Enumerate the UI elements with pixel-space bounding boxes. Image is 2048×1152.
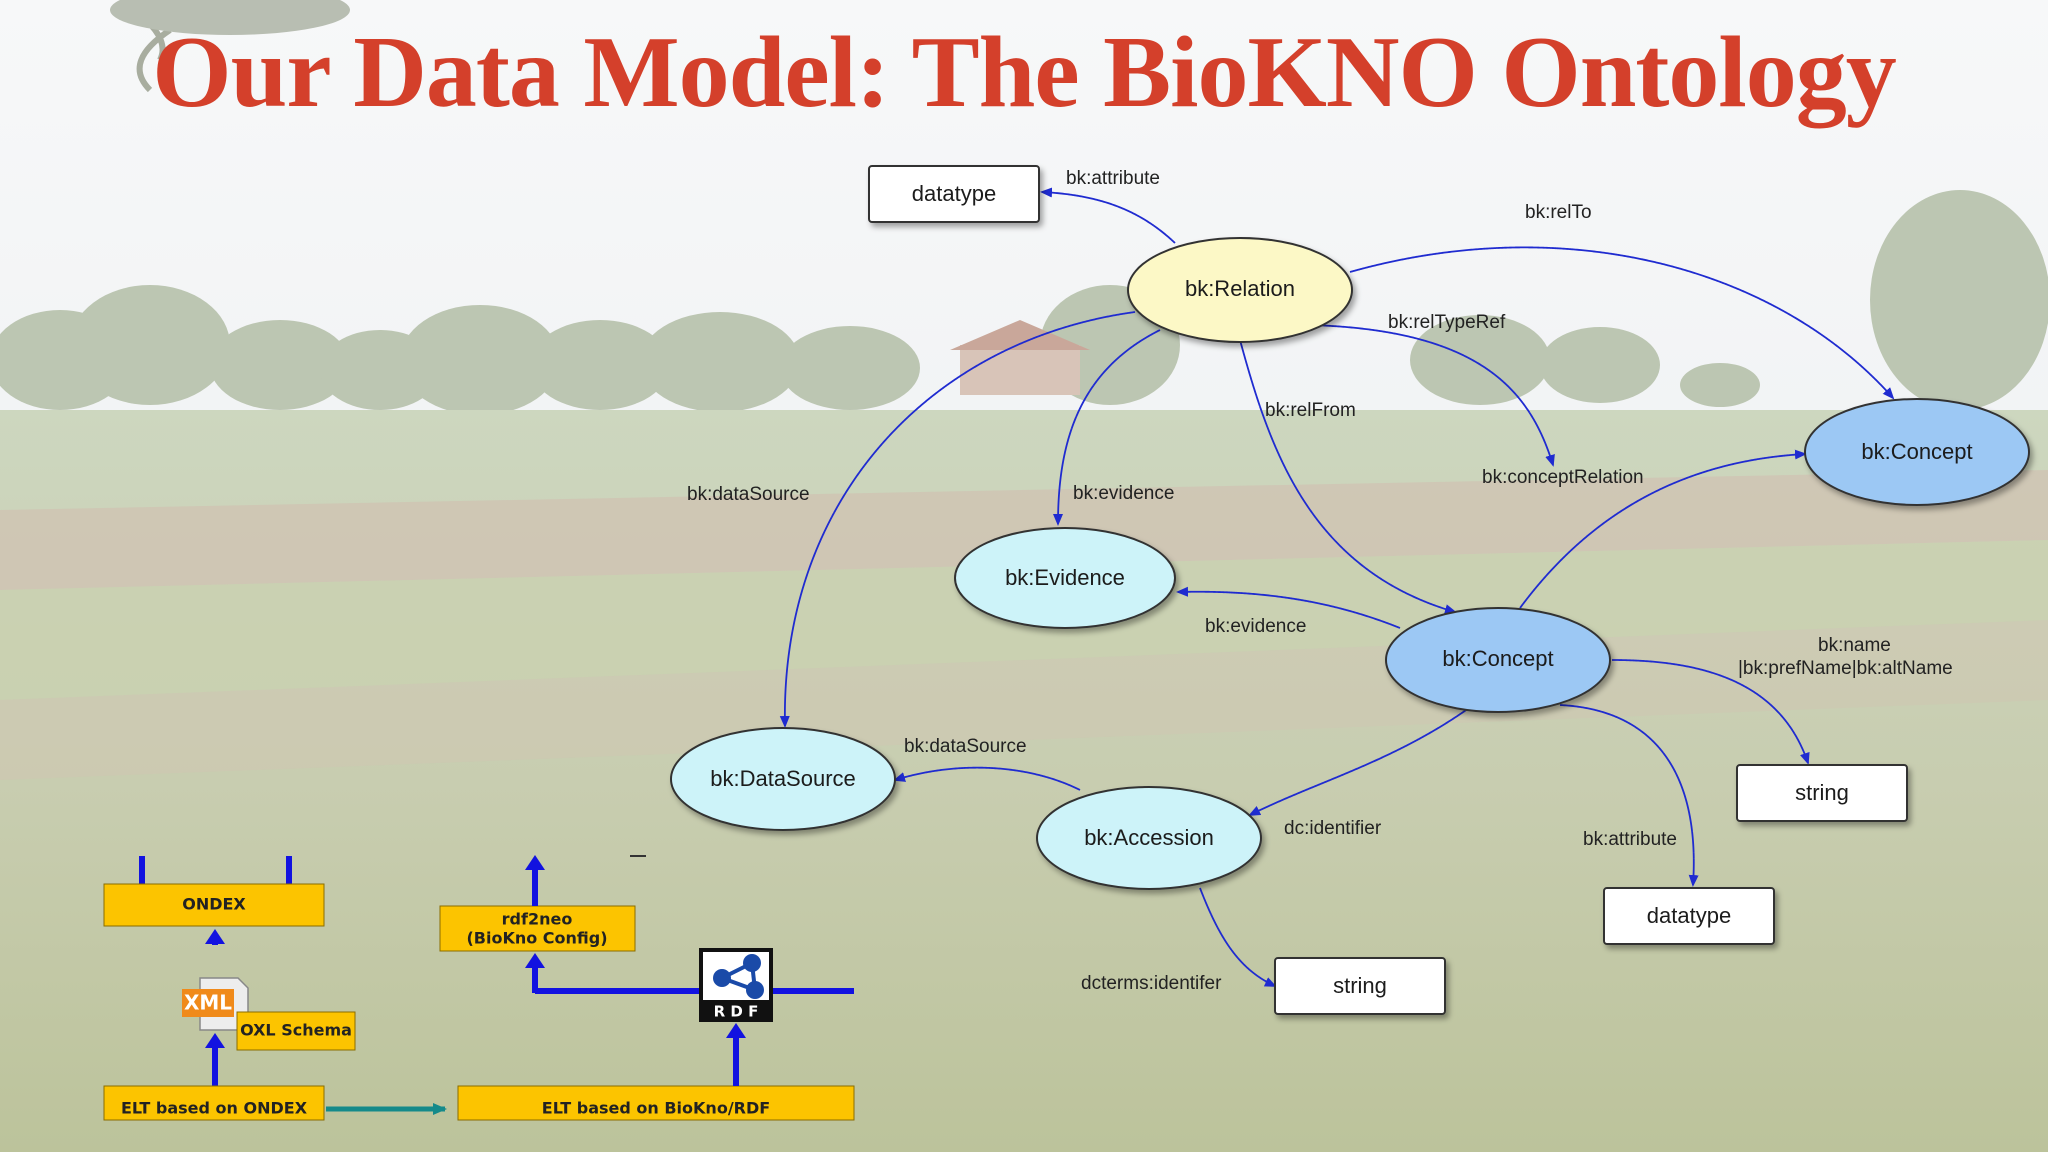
- pipeline-diagram: ONDEX XML OXL Schema ELT based on ONDEX …: [103, 855, 855, 1121]
- edge-label-evidence-concept: bk:evidence: [1205, 616, 1306, 637]
- xml-file-icon: XML: [182, 977, 249, 1031]
- svg-text:R D F: R D F: [714, 1003, 759, 1021]
- edge-evidence-rel: [1053, 329, 1161, 526]
- svg-text:string: string: [1795, 780, 1849, 805]
- rdf-icon: R D F: [699, 948, 773, 1022]
- node-string-right: string: [1736, 764, 1908, 822]
- node-datatype-top: datatype: [868, 165, 1040, 223]
- edge-attribute-bottom: [1559, 704, 1699, 887]
- svg-text:bk:Relation: bk:Relation: [1185, 276, 1295, 301]
- node-string-bottom: string: [1274, 957, 1446, 1015]
- svg-text:bk:Accession: bk:Accession: [1084, 825, 1214, 850]
- svg-text:datatype: datatype: [912, 181, 996, 206]
- edge-label-pref-alt-name: |bk:prefName|bk:altName: [1738, 658, 1953, 679]
- edge-label-dcterms-identifier: dcterms:identifer: [1081, 973, 1222, 994]
- node-accession: bk:Accession: [1036, 786, 1262, 890]
- edge-label-evidence-rel: bk:evidence: [1073, 483, 1174, 504]
- edge-label-dc-identifier: dc:identifier: [1284, 818, 1382, 839]
- node-datatype-bottom: datatype: [1603, 887, 1775, 945]
- page-title: Our Data Model: The BioKNO Ontology: [152, 16, 1896, 129]
- node-datasource: bk:DataSource: [670, 727, 896, 831]
- box-ondex: [103, 883, 325, 927]
- svg-text:string: string: [1333, 973, 1387, 998]
- edge-datasource-rel: [779, 311, 1136, 728]
- edge-rel-from: [1239, 339, 1457, 615]
- label-elt-ondex: ELT based on ONDEX: [121, 1099, 308, 1118]
- edge-dc-identifier: [1248, 699, 1481, 816]
- svg-text:bk:Concept: bk:Concept: [1442, 646, 1553, 671]
- edge-concept-relation: [1519, 449, 1807, 609]
- edge-label-rel-to: bk:relTo: [1525, 202, 1592, 223]
- edge-label-rel-type-ref: bk:relTypeRef: [1388, 312, 1506, 333]
- edge-label-name: bk:name: [1818, 635, 1891, 656]
- svg-text:XML: XML: [184, 991, 232, 1015]
- edge-datasource-acc: [893, 766, 1081, 791]
- node-evidence: bk:Evidence: [954, 527, 1176, 629]
- label-rdf2neo-line2: (BioKno Config): [466, 929, 607, 948]
- label-elt-rdf: ELT based on BioKno/RDF: [542, 1099, 770, 1118]
- edge-label-concept-relation: bk:conceptRelation: [1482, 467, 1644, 488]
- label-rdf2neo-line1: rdf2neo: [502, 910, 573, 929]
- box-elt-rdf: [457, 1085, 855, 1121]
- node-concept-right: bk:Concept: [1804, 398, 2030, 506]
- svg-text:bk:Evidence: bk:Evidence: [1005, 565, 1125, 590]
- edge-name: [1611, 659, 1810, 765]
- label-oxl-schema: OXL Schema: [240, 1021, 352, 1040]
- edge-rel-to: [1349, 246, 1895, 400]
- edge-attribute-top: [1040, 187, 1176, 244]
- svg-text:datatype: datatype: [1647, 903, 1731, 928]
- box-rdf2neo: [439, 905, 636, 952]
- box-oxl-schema: [236, 1011, 356, 1051]
- edge-label-rel-from: bk:relFrom: [1265, 400, 1356, 421]
- edge-label-attribute-bottom: bk:attribute: [1583, 829, 1677, 850]
- edge-label-datasource-acc: bk:dataSource: [904, 736, 1027, 757]
- svg-text:bk:DataSource: bk:DataSource: [710, 766, 856, 791]
- edge-label-datasource-rel: bk:dataSource: [687, 484, 810, 505]
- node-relation: bk:Relation: [1127, 237, 1353, 343]
- edge-evidence-concept: [1176, 586, 1401, 629]
- edge-label-attribute-top: bk:attribute: [1066, 168, 1160, 189]
- label-ondex: ONDEX: [182, 895, 246, 914]
- node-concept-center: bk:Concept: [1385, 607, 1611, 713]
- edge-dcterms-identifier: [1199, 887, 1277, 987]
- edge-rel-type-ref: [1309, 324, 1555, 467]
- svg-text:bk:Concept: bk:Concept: [1861, 439, 1972, 464]
- box-elt-ondex: [103, 1085, 325, 1121]
